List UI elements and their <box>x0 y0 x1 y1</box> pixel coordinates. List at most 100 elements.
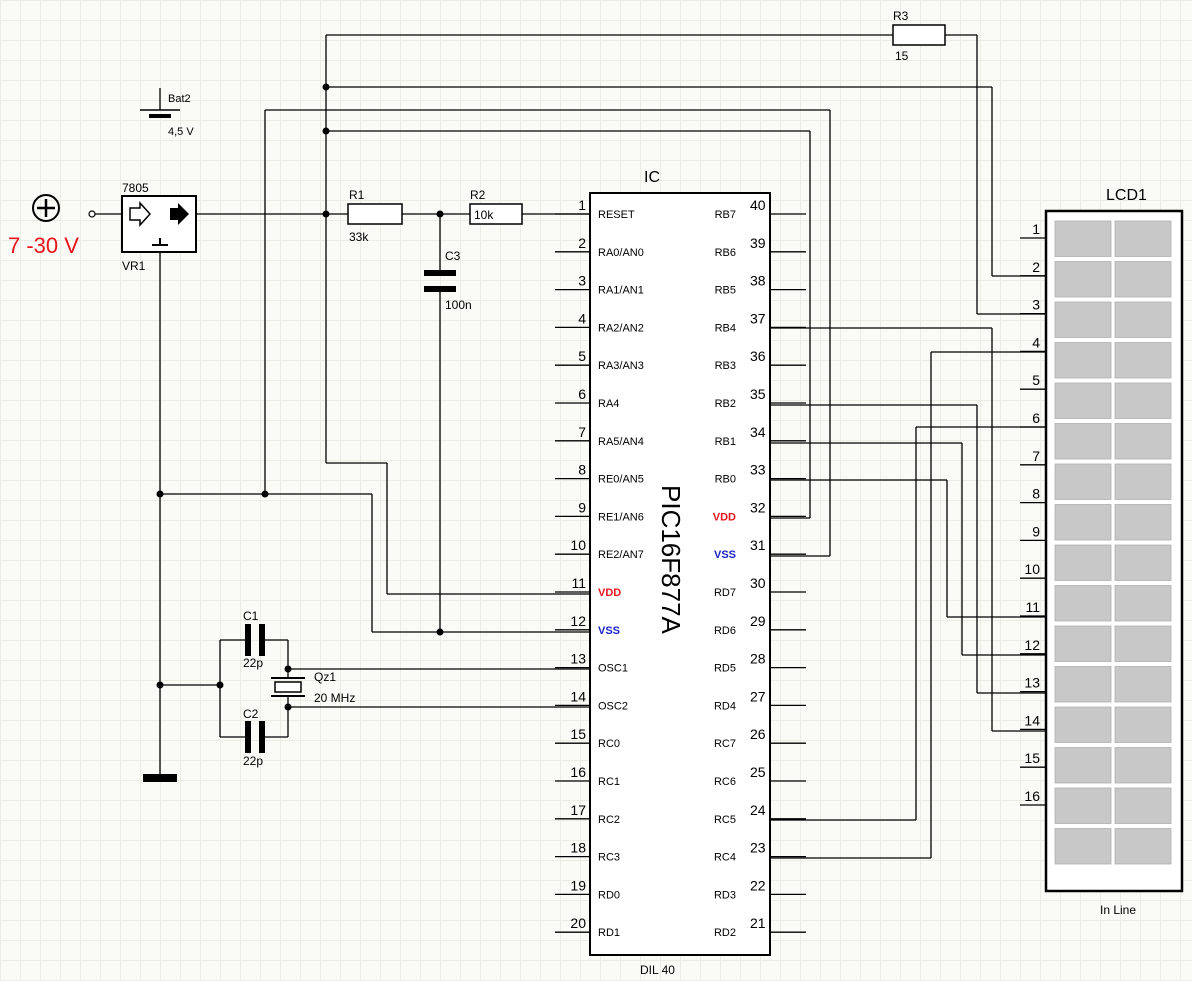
ic-pin-number: 15 <box>570 726 586 742</box>
lcd-pin-number: 9 <box>1032 523 1040 539</box>
ic-pin-number: 31 <box>750 537 766 553</box>
lcd-cell <box>1054 261 1112 298</box>
ic-pin-label: OSC1 <box>598 663 628 675</box>
c1-name: C1 <box>243 609 259 623</box>
ic-pin-label: RB7 <box>715 209 736 221</box>
ic-pin-number: 25 <box>750 764 766 780</box>
ic-pin-label: RB6 <box>715 247 736 259</box>
lcd-pin-number: 11 <box>1025 599 1040 615</box>
ic-pin-number: 8 <box>578 462 586 478</box>
ic-pin-number: 10 <box>570 537 586 553</box>
ic-pin-label: RD2 <box>714 927 736 939</box>
ic-pin-number: 40 <box>750 197 766 213</box>
ic-pin-number: 37 <box>750 310 766 326</box>
lcd-name: LCD1 <box>1106 187 1147 204</box>
lcd-cells <box>1054 220 1172 865</box>
ic-pin-number: 7 <box>578 424 586 440</box>
ic-pin-label: RC6 <box>714 776 736 788</box>
lcd-pin-number: 10 <box>1024 561 1040 577</box>
ic-pin-label: RA5/AN4 <box>598 436 644 448</box>
resistor-r3: R3 15 <box>892 9 946 63</box>
ic-pin-number: 22 <box>750 877 766 893</box>
ic-pin-number: 17 <box>570 802 586 818</box>
ic-pin-number: 16 <box>570 764 586 780</box>
lcd-cell <box>1054 828 1112 865</box>
ic-pin-number: 33 <box>750 462 766 478</box>
ic-pin-label: RB1 <box>715 436 736 448</box>
lcd-pin-number: 2 <box>1032 259 1040 275</box>
regulator-part: 7805 <box>122 181 149 195</box>
r1-value: 33k <box>349 230 369 244</box>
lcd-pin-number: 8 <box>1032 486 1040 502</box>
lcd-cell <box>1054 301 1112 338</box>
lcd-cell <box>1054 342 1112 379</box>
lcd-cell <box>1114 463 1172 500</box>
ic-pin-label: RD5 <box>714 663 736 675</box>
ic-pin-label: RESET <box>598 209 635 221</box>
lcd-cell <box>1054 747 1112 784</box>
c3-name: C3 <box>445 249 461 263</box>
resistor-r1: R1 33k <box>347 188 403 244</box>
ic-pin-label: RD0 <box>598 889 620 901</box>
junctions <box>156 83 444 711</box>
ic-pin-number: 19 <box>570 877 586 893</box>
lcd-cell <box>1054 220 1112 257</box>
ic-pin-number: 13 <box>570 651 586 667</box>
lcd-pin-number: 12 <box>1024 637 1040 653</box>
r2-value: 10k <box>474 208 494 222</box>
lcd-pin-number: 15 <box>1024 750 1040 766</box>
ic-pin-number: 4 <box>578 310 586 326</box>
lcd-cell <box>1054 544 1112 581</box>
ic-pin-label: RA2/AN2 <box>598 322 644 334</box>
ic-pin-label: RB4 <box>715 322 736 334</box>
battery-name: Bat2 <box>168 93 191 105</box>
ic-pin-label: RC1 <box>598 776 620 788</box>
ic-pin-number: 24 <box>750 802 766 818</box>
ic-pin-label: RD4 <box>714 700 736 712</box>
lcd-cell <box>1114 301 1172 338</box>
lcd-pin-number: 6 <box>1032 410 1040 426</box>
r3-value: 15 <box>895 49 909 63</box>
crystal-value: 20 MHz <box>314 691 355 705</box>
ic-pin-label: RC5 <box>714 814 736 826</box>
ic-pin-label: RC4 <box>714 852 736 864</box>
lcd-cell <box>1054 787 1112 824</box>
lcd-pin-number: 1 <box>1032 221 1040 237</box>
lcd-cell <box>1114 220 1172 257</box>
ic-pin-label: RC7 <box>714 738 736 750</box>
lcd-cell <box>1054 423 1112 460</box>
lcd-cell <box>1114 706 1172 743</box>
ic-pin-number: 12 <box>570 613 586 629</box>
r3-name: R3 <box>893 9 909 23</box>
ic-pin-number: 29 <box>750 613 766 629</box>
lcd-cell <box>1114 787 1172 824</box>
lcd-pin-number: 3 <box>1032 297 1040 313</box>
ic-pin-number: 11 <box>571 575 586 591</box>
c3-value: 100n <box>445 298 472 312</box>
ic-pin-number: 26 <box>750 726 766 742</box>
lcd-cell <box>1054 625 1112 662</box>
ic-pin-label: VSS <box>598 625 620 637</box>
lcd-cell <box>1114 261 1172 298</box>
ic-pin-label: VDD <box>598 587 621 599</box>
ic-pin-label: RD3 <box>714 889 736 901</box>
ic-pin-number: 2 <box>578 235 586 251</box>
ic-pin-number: 20 <box>570 915 586 931</box>
ic-pin-label: RA3/AN3 <box>598 360 644 372</box>
lcd-pin-number: 16 <box>1024 788 1040 804</box>
crystal-name: Qz1 <box>314 670 336 684</box>
lcd-cell <box>1114 585 1172 622</box>
c1-value: 22p <box>243 656 263 670</box>
ic-pin-number: 5 <box>578 348 586 364</box>
ic-pin-number: 35 <box>750 386 766 402</box>
regulator-name: VR1 <box>122 259 146 273</box>
c2-name: C2 <box>243 707 259 721</box>
ic-pin-number: 3 <box>578 273 586 289</box>
ic-pin-number: 39 <box>750 235 766 251</box>
ic-pin-label: RE0/AN5 <box>598 474 644 486</box>
lcd-pin-number: 13 <box>1024 675 1040 691</box>
lcd-cell <box>1114 504 1172 541</box>
